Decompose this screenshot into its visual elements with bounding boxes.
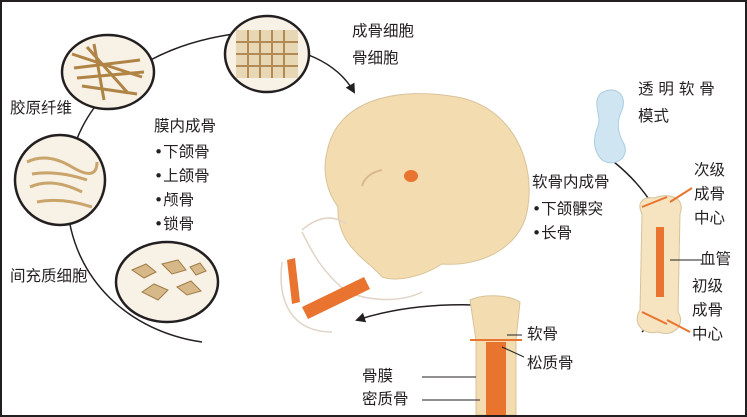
spongy-bone-label: 松质骨	[527, 356, 574, 372]
endochondral-item: •下颌髁突	[532, 202, 603, 226]
endochondral-title: 软骨内成骨	[532, 175, 610, 191]
intramembranous-title: 膜内成骨	[154, 119, 216, 135]
arm-bone	[287, 258, 300, 304]
secondary-center-label: 次级 成骨 中心	[694, 163, 725, 235]
collagen-circle	[62, 35, 154, 109]
intramembranous-item: •下颌骨	[154, 145, 210, 169]
endochondral-list: •下颌髁突 •长骨	[532, 202, 603, 250]
primary-center-line: 初级	[692, 279, 723, 303]
osteoblast-circle	[225, 16, 309, 92]
intramembranous-item: •上颌骨	[154, 169, 210, 193]
intermediate-circle	[15, 135, 105, 225]
secondary-center-line: 次级	[694, 163, 725, 187]
collagen-fiber-label: 胶原纤维	[10, 101, 72, 117]
bone-section	[470, 296, 522, 415]
intramembranous-item: •颅骨	[154, 193, 210, 217]
primary-center-line: 中心	[692, 327, 723, 351]
mesenchymal-cell-label: 间充质细胞	[10, 269, 88, 285]
periosteum-label: 骨膜	[362, 369, 393, 385]
hyaline-cartilage-label-line2: 模式	[638, 109, 669, 125]
mesenchymal-circle	[116, 242, 218, 322]
endochondral-item: •长骨	[532, 226, 603, 250]
compact-bone-label: 密质骨	[362, 392, 409, 408]
hyaline-cartilage-model	[595, 90, 626, 163]
osteocyte-label: 骨细胞	[352, 51, 399, 67]
intramembranous-item: •锁骨	[154, 217, 210, 241]
cartilage-label: 软骨	[527, 327, 558, 343]
secondary-center-line: 成骨	[694, 187, 725, 211]
secondary-center-line: 中心	[694, 211, 725, 235]
blood-vessel-label: 血管	[700, 252, 731, 268]
developing-long-bone	[637, 188, 692, 333]
intramembranous-list: •下颌骨 •上颌骨 •颅骨 •锁骨	[154, 145, 210, 241]
osteoblast-label: 成骨细胞	[352, 24, 414, 40]
primary-center-label: 初级 成骨 中心	[692, 279, 723, 351]
hyaline-cartilage-label-line1: 透 明 软 骨	[638, 82, 715, 98]
primary-center-line: 成骨	[692, 303, 723, 327]
